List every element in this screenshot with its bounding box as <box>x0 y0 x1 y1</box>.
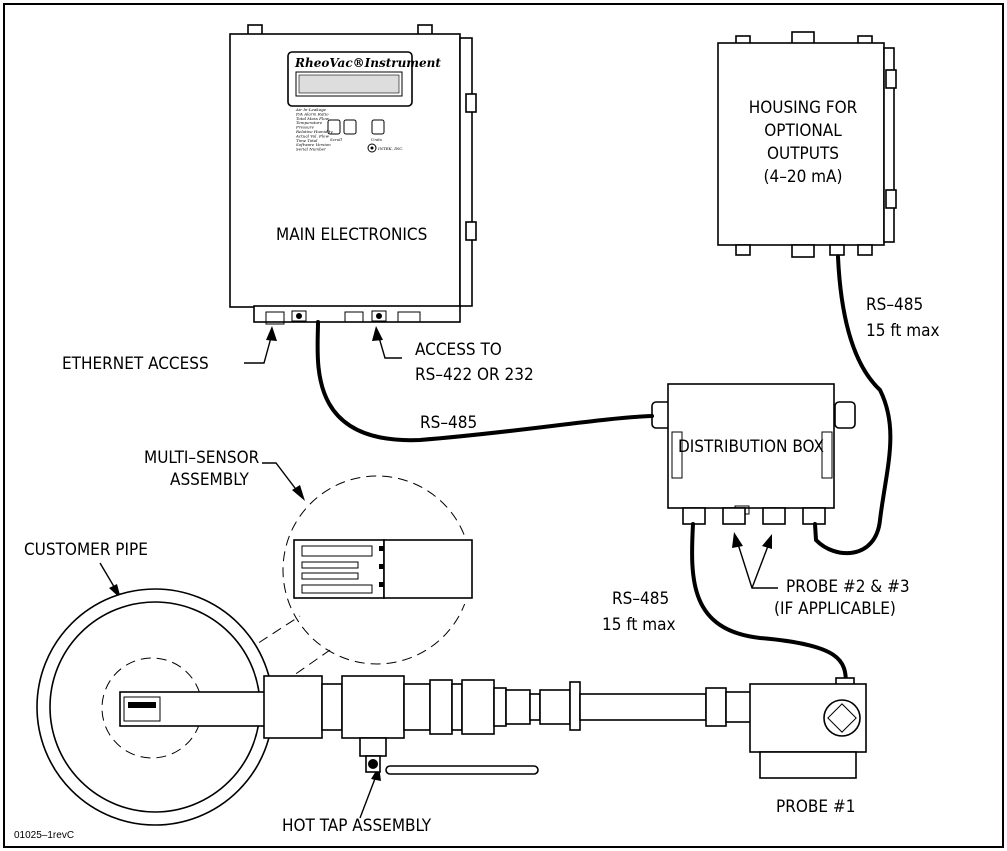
panel-parameter-item: Serial Number <box>296 147 327 152</box>
display-brand: RheoVac®Instrument <box>294 56 441 70</box>
hot-tap-assembly <box>263 675 753 775</box>
units-label: Units <box>371 137 382 142</box>
distribution-box-enclosure <box>651 383 856 525</box>
drawing-number: 01025–1revC <box>14 830 74 841</box>
access-to-label-2: RS–422 OR 232 <box>415 365 534 385</box>
customer-pipe-label: CUSTOMER PIPE <box>24 540 148 560</box>
multi-sensor-detail <box>177 475 473 757</box>
housing-label-2: OPTIONAL <box>764 121 842 141</box>
panel-parameter-item: Temperature <box>296 120 323 125</box>
drawing-border <box>3 3 1004 848</box>
panel-parameter-item: Actual Vol. Flow <box>295 133 329 138</box>
multi-sensor-label-2: ASSEMBLY <box>170 470 249 490</box>
units-button[interactable] <box>371 119 385 135</box>
ethernet-access-label: ETHERNET ACCESS <box>62 354 209 374</box>
ethernet-callout-arrow <box>244 326 277 364</box>
housing-label-3: OUTPUTS <box>767 144 839 164</box>
scroll-button-2[interactable] <box>343 119 357 135</box>
lcd-display <box>295 71 403 97</box>
panel-parameter-item: Relative Humidity <box>295 129 333 134</box>
hot-tap-label: HOT TAP ASSEMBLY <box>282 816 432 836</box>
access-to-label-1: ACCESS TO <box>415 340 502 360</box>
maker-label: INTEK, INC. <box>377 146 403 151</box>
cable-main-to-distribution <box>315 320 654 443</box>
panel-parameter-item: Total Mass Flow <box>296 116 330 121</box>
multi-sensor-callout-arrow <box>262 462 305 501</box>
hot-tap-callout-arrow <box>359 766 381 819</box>
cable-distribution-to-probe <box>690 522 848 686</box>
multi-sensor-label-1: MULTI–SENSOR <box>144 448 260 468</box>
panel-parameter-item: Pressure <box>295 125 315 130</box>
probe-23-label-1: PROBE #2 & #3 <box>786 577 910 597</box>
panel-parameter-item: Software Version <box>296 142 331 147</box>
cable-label-main: RS–485 <box>420 413 477 433</box>
scroll-label: Scroll <box>330 137 343 142</box>
cable-label-probe-2: 15 ft max <box>602 615 676 635</box>
probe-23-callout-arrows <box>732 532 778 589</box>
housing-label-1: HOUSING FOR <box>749 98 858 118</box>
panel-parameter-item: P/A Alarm Ratio <box>295 111 329 116</box>
cable-label-probe-1: RS–485 <box>612 589 669 609</box>
cable-label-housing-1: RS–485 <box>866 295 923 315</box>
cable-label-housing-2: 15 ft max <box>866 321 940 341</box>
access-to-callout-arrow <box>372 326 402 359</box>
housing-enclosure <box>717 31 897 258</box>
panel-parameter-item: Time Total <box>296 138 318 143</box>
cable-housing-to-distribution <box>813 255 893 555</box>
probe-1-enclosure <box>749 677 867 779</box>
distribution-box-label: DISTRIBUTION BOX <box>678 437 824 457</box>
customer-pipe <box>36 588 274 826</box>
main-electronics-label: MAIN ELECTRONICS <box>276 225 427 245</box>
panel-parameter-item: Air In-Leakage <box>295 107 327 112</box>
scroll-button-1[interactable] <box>327 119 341 135</box>
probe-23-label-2: (IF APPLICABLE) <box>774 599 896 619</box>
probe-1-label: PROBE #1 <box>776 797 855 817</box>
main-electronics-enclosure <box>229 24 477 325</box>
housing-label-4: (4–20 mA) <box>764 167 843 187</box>
customer-pipe-callout-arrow <box>99 562 121 599</box>
